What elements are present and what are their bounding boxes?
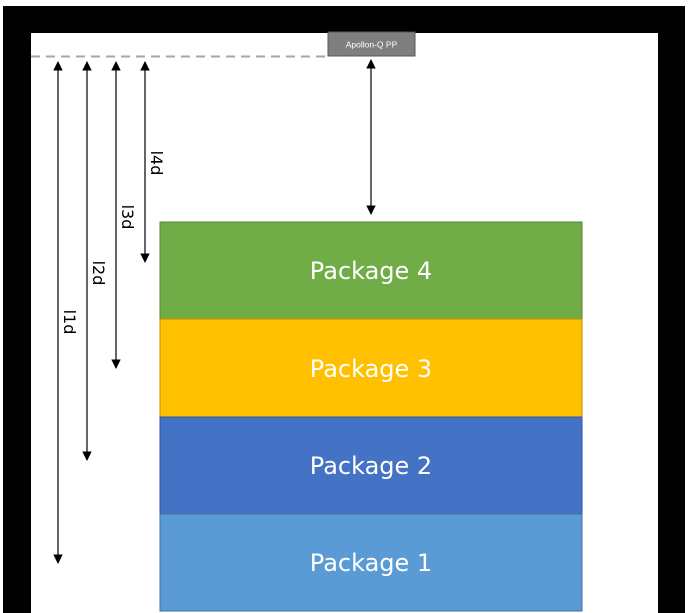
distance-l4d: l4d [140,61,166,263]
package-stack: Package 4 Package 3 Package 2 Package 1 [159,221,583,612]
container-right-wall [658,6,685,613]
package-3-box [159,318,583,418]
distance-l3d-label: l3d [118,205,137,230]
package-2-label: Package 2 [310,452,432,480]
distance-l2d: l2d [82,61,108,461]
sensor-body [327,31,416,57]
package-2: Package 2 [159,416,583,515]
package-3-label: Package 3 [310,355,432,383]
distance-l1d-label: l1d [60,310,79,335]
package-4-label: Package 4 [310,257,432,285]
package-1: Package 1 [159,513,583,612]
container-top-wall [3,6,685,33]
sensor-apollon-q: Apollon-Q PP [327,31,416,57]
package-3: Package 3 [159,318,583,418]
package-1-box [159,513,583,612]
distance-l4d-label: l4d [147,151,166,176]
sensor-label: Apollon-Q PP [346,40,398,50]
distance-l2d-label: l2d [89,261,108,286]
package-2-box [159,416,583,515]
package-4: Package 4 [159,221,583,320]
package-1-label: Package 1 [310,549,432,577]
container-left-wall [3,6,31,613]
package-4-box [159,221,583,320]
distance-l3d: l3d [111,61,137,369]
distance-l1d: l1d [53,61,79,564]
